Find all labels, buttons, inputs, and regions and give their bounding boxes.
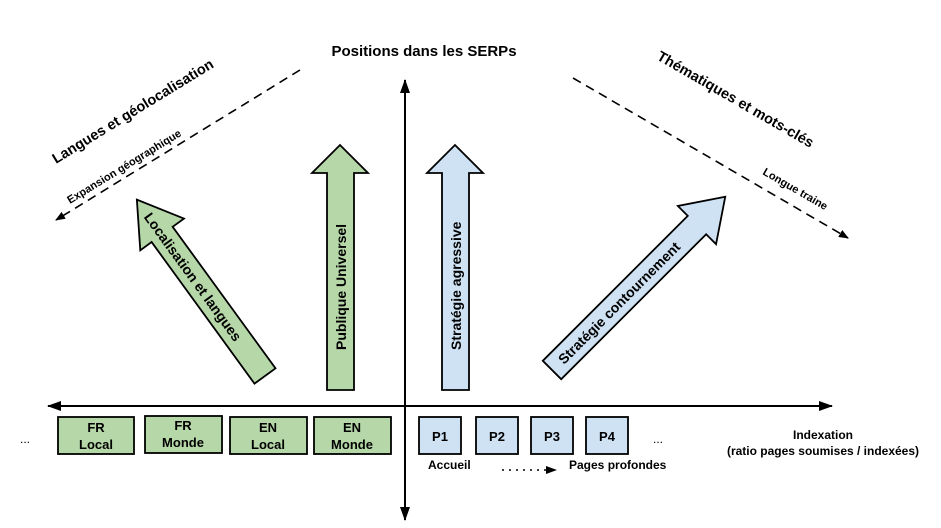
arrow-label: Localisation et langues: [141, 209, 245, 344]
right-box-label: P1: [432, 429, 448, 444]
arrow-label: Stratégie agressive: [448, 221, 464, 350]
left-box-line2: Monde: [331, 437, 373, 452]
right-box-label: P3: [544, 429, 560, 444]
accueil-label: Accueil: [428, 458, 471, 472]
arrow-localisation-et-langues: Localisation et langues: [135, 198, 277, 385]
left-box: FR Monde: [144, 415, 223, 454]
right-box-label: P2: [489, 429, 505, 444]
dotted-arrow-head-icon: [546, 466, 557, 474]
right-axis-title: Thématiques et mots-clés: [654, 49, 816, 152]
left-box: EN Local: [229, 416, 308, 455]
left-box-line1: FR: [174, 418, 192, 433]
arrow-label: Publique Universel: [333, 224, 349, 350]
left-box-line2: Local: [251, 437, 285, 452]
right-box: P3: [530, 416, 574, 455]
left-box-line1: EN: [259, 420, 277, 435]
right-box: P4: [585, 416, 629, 455]
left-axis-title: Langues et géolocalisation: [50, 57, 217, 168]
right-box: P1: [418, 416, 462, 455]
arrow-strategie-contournement: Stratégie contournement: [541, 195, 727, 381]
left-ellipsis: ...: [20, 432, 30, 446]
diagram-title: Positions dans les SERPs: [331, 43, 516, 60]
right-dashed-label: Longue traine: [761, 166, 830, 213]
pages-profondes-label: Pages profondes: [569, 458, 667, 472]
right-ellipsis: ...: [653, 432, 663, 446]
left-box-line2: Local: [79, 437, 113, 452]
right-box-group: P1 P2 P3 P4: [418, 416, 629, 455]
left-box-group: FR Local FR Monde EN Local EN Monde: [57, 415, 392, 455]
indexation-title: Indexation: [793, 428, 853, 442]
arrow-label: Stratégie contournement: [555, 238, 684, 367]
right-box-label: P4: [599, 429, 616, 444]
left-box: EN Monde: [313, 416, 392, 455]
arrow-publique-universel: Publique Universel: [309, 143, 371, 391]
left-dashed-arrow: [55, 69, 301, 221]
indexation-subtitle: (ratio pages soumises / indexées): [727, 444, 919, 458]
right-dashed-arrow: [572, 77, 849, 239]
left-box-line1: FR: [87, 420, 105, 435]
left-box: FR Local: [57, 416, 135, 455]
right-box: P2: [475, 416, 519, 455]
left-box-line1: EN: [343, 420, 361, 435]
arrow-strategie-agressive: Stratégie agressive: [424, 143, 486, 391]
left-box-line2: Monde: [162, 435, 204, 450]
